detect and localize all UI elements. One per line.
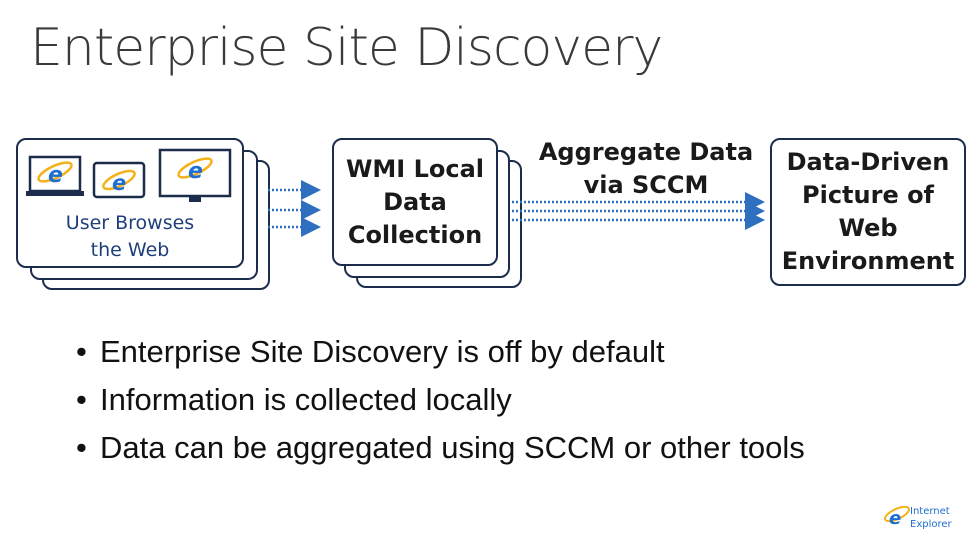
wmi-line2: Data xyxy=(383,187,447,216)
picture-line2: Picture of xyxy=(802,181,934,209)
svg-text:e: e xyxy=(48,163,63,188)
wmi-line1: WMI Local xyxy=(345,154,485,183)
slide-title: Enterprise Site Discovery xyxy=(30,18,663,78)
ie-logo-line1: Internet xyxy=(910,506,950,517)
bullet-text: Data can be aggregated using SCCM or oth… xyxy=(100,430,805,465)
ie-logo-icon: e xyxy=(177,157,213,184)
arrows-user-to-wmi xyxy=(268,180,321,237)
picture-label: Data-Driven Picture of Web Environment xyxy=(770,138,966,286)
bullet-dot: • xyxy=(76,334,87,369)
user-label-line2: the Web xyxy=(90,239,170,261)
aggregate-line1: Aggregate Data xyxy=(538,138,754,166)
monitor-icon xyxy=(158,148,232,202)
svg-text:e: e xyxy=(889,508,901,529)
tablet-icon xyxy=(92,161,146,199)
bullet-text: Enterprise Site Discovery is off by defa… xyxy=(100,334,665,369)
wmi-label: WMI Local Data Collection xyxy=(332,138,498,266)
stack-card-front xyxy=(332,138,498,266)
ie-logo-icon: e xyxy=(102,169,136,195)
bullet-item: • Enterprise Site Discovery is off by def… xyxy=(76,328,805,376)
aggregate-line2: via SCCM xyxy=(583,171,709,199)
picture-line4: Environment xyxy=(781,247,955,275)
bullet-dot: • xyxy=(76,382,87,417)
svg-text:e: e xyxy=(112,171,126,195)
wmi-line3: Collection xyxy=(347,220,483,249)
ie-logo-line2: Explorer xyxy=(910,519,953,530)
laptop-icon xyxy=(26,155,84,196)
aggregate-label: Aggregate Data via SCCM xyxy=(536,136,756,202)
ie-logo-icon: e xyxy=(37,161,73,188)
svg-text:e: e xyxy=(188,159,203,184)
arrows-wmi-to-picture xyxy=(512,192,765,230)
bullet-dot: • xyxy=(76,430,87,465)
bullet-list: • Enterprise Site Discovery is off by def… xyxy=(76,328,805,472)
user-label-line1: User Browses xyxy=(65,212,195,234)
data-driven-picture-box xyxy=(770,138,966,286)
bullet-text: Information is collected locally xyxy=(100,382,512,417)
picture-line3: Web xyxy=(838,214,898,242)
bullet-item: • Data can be aggregated using SCCM or ot… xyxy=(76,424,805,472)
picture-line1: Data-Driven xyxy=(786,148,950,176)
internet-explorer-logo: e Internet Explorer xyxy=(884,505,953,530)
bullet-item: • Information is collected locally xyxy=(76,376,805,424)
user-browses-label: User Browses the Web xyxy=(16,208,244,266)
